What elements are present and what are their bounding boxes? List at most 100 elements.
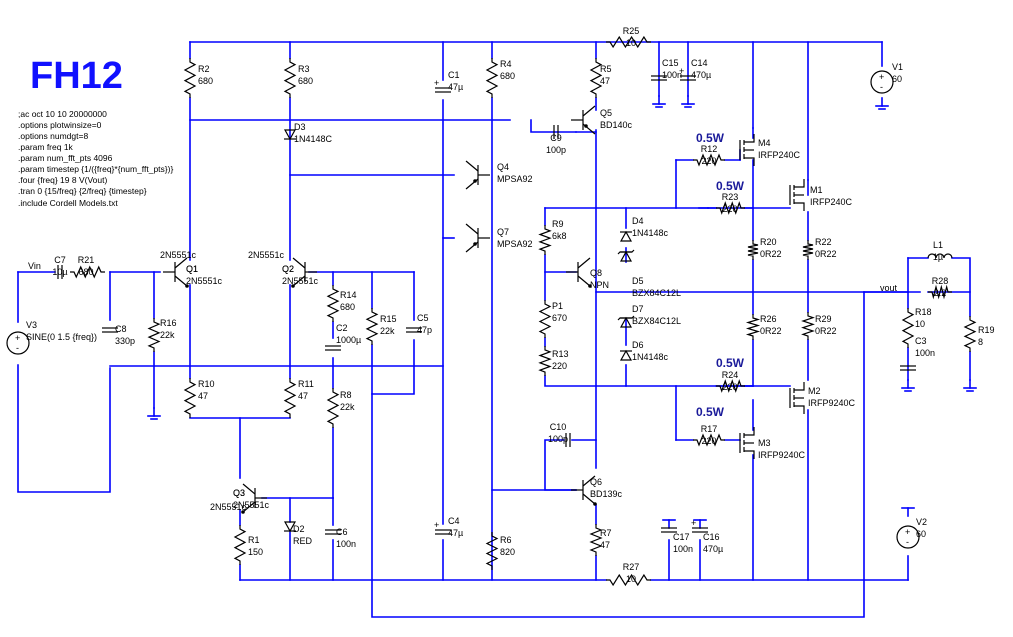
component-label: 220 [722, 382, 737, 392]
component-label: 1µ [933, 252, 943, 262]
component-label: R2 [198, 64, 210, 74]
component-label: 100n [662, 70, 682, 80]
component-label: 10 [915, 319, 925, 329]
net-label-vin: Vin [28, 261, 41, 271]
component-label: R19 [978, 325, 995, 335]
component-label: RED [293, 536, 313, 546]
power-rating-r17: 0.5W [696, 405, 725, 419]
component-label: Q4 [497, 162, 509, 172]
component-label: 2N5551c [210, 502, 247, 512]
component-label: 100n [336, 539, 356, 549]
svg-text:+: + [679, 66, 684, 76]
component-label: R8 [340, 390, 352, 400]
component-label: Q7 [497, 227, 509, 237]
component-label: 8 [978, 337, 983, 347]
component-label: R1 [248, 535, 260, 545]
component-label: R4 [500, 59, 512, 69]
component-label: Q8 [590, 268, 602, 278]
component-label: 330p [115, 336, 135, 346]
component-label: 100p [546, 145, 566, 155]
component-label: V2 [916, 517, 927, 527]
component-label: Q3 [233, 488, 245, 498]
component-label: R12 [701, 144, 718, 154]
component-label: 10µ [52, 267, 67, 277]
component-label: 2N5551c [233, 500, 270, 510]
net-label-vout: vout [880, 283, 898, 293]
component-label: NPN [590, 280, 609, 290]
component-label: BZX84C12L [632, 316, 681, 326]
component-label: C8 [115, 324, 127, 334]
component-label: Q3 [233, 488, 245, 498]
component-label: V1 [892, 62, 903, 72]
component-label: C5 [417, 313, 429, 323]
component-label: R25 [623, 26, 640, 36]
capacitor-c17: C17 100n [661, 527, 693, 554]
component-label: 47 [198, 391, 208, 401]
component-label: R13 [552, 349, 569, 359]
power-rating-r12: 0.5W [696, 131, 725, 145]
component-label: 47 [298, 391, 308, 401]
component-label: D4 [632, 216, 644, 226]
directive-line: .param freq 1k [18, 142, 74, 152]
component-label: R6 [500, 535, 512, 545]
svg-text:-: - [16, 343, 19, 353]
component-label: 60 [916, 529, 926, 539]
component-label: R9 [552, 219, 564, 229]
component-label: 47µ [448, 82, 463, 92]
component-label: R24 [722, 370, 739, 380]
component-label: P1 [552, 301, 563, 311]
component-label: M1 [810, 185, 823, 195]
component-label: 100n [673, 544, 693, 554]
component-label: L1 [933, 240, 943, 250]
component-label: 220 [722, 204, 737, 214]
directive-line: .options numdgt=8 [18, 131, 88, 141]
component-label: 1N4148c [632, 228, 669, 238]
power-rating-r24: 0.5W [716, 356, 745, 370]
component-label: 100n [915, 348, 935, 358]
component-label: V3 [26, 320, 37, 330]
ground-symbol [875, 97, 889, 110]
component-label: Q5 [600, 108, 612, 118]
svg-text:-: - [880, 82, 883, 92]
component-label: 150 [248, 547, 263, 557]
component-label: R14 [340, 290, 357, 300]
component-label: R29 [815, 314, 832, 324]
component-label: M3 [758, 438, 771, 448]
ground-symbol [662, 519, 676, 529]
component-label: C17 [673, 532, 690, 542]
schematic-title: FH12 [30, 55, 123, 97]
component-label: SINE(0 1.5 {freq}) [26, 332, 97, 342]
component-label: 0R22 [815, 326, 837, 336]
component-label: R18 [915, 307, 932, 317]
component-label: R27 [623, 562, 640, 572]
component-label: 10 [626, 38, 636, 48]
transistor-q3: Q3 2N5551c [233, 483, 270, 514]
ground-symbol [147, 407, 161, 420]
component-label: R20 [760, 237, 777, 247]
